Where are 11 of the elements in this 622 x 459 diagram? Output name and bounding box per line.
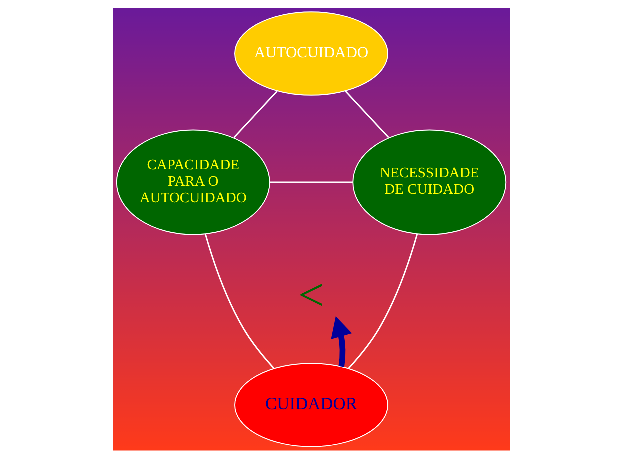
connector (233, 90, 278, 138)
connector (269, 182, 352, 184)
node-ellipse: CUIDADOR (234, 363, 388, 448)
arrow (330, 316, 352, 368)
connector (348, 234, 418, 370)
node-ellipse: NECESSIDADE DE CUIDADO (352, 130, 506, 236)
node-ellipse: AUTOCUIDADO (234, 12, 388, 96)
connector (204, 234, 274, 370)
node-ellipse: CAPACIDADE PARA O AUTOCUIDADO (116, 130, 270, 236)
node-text: < (298, 270, 324, 322)
connector (344, 90, 389, 138)
